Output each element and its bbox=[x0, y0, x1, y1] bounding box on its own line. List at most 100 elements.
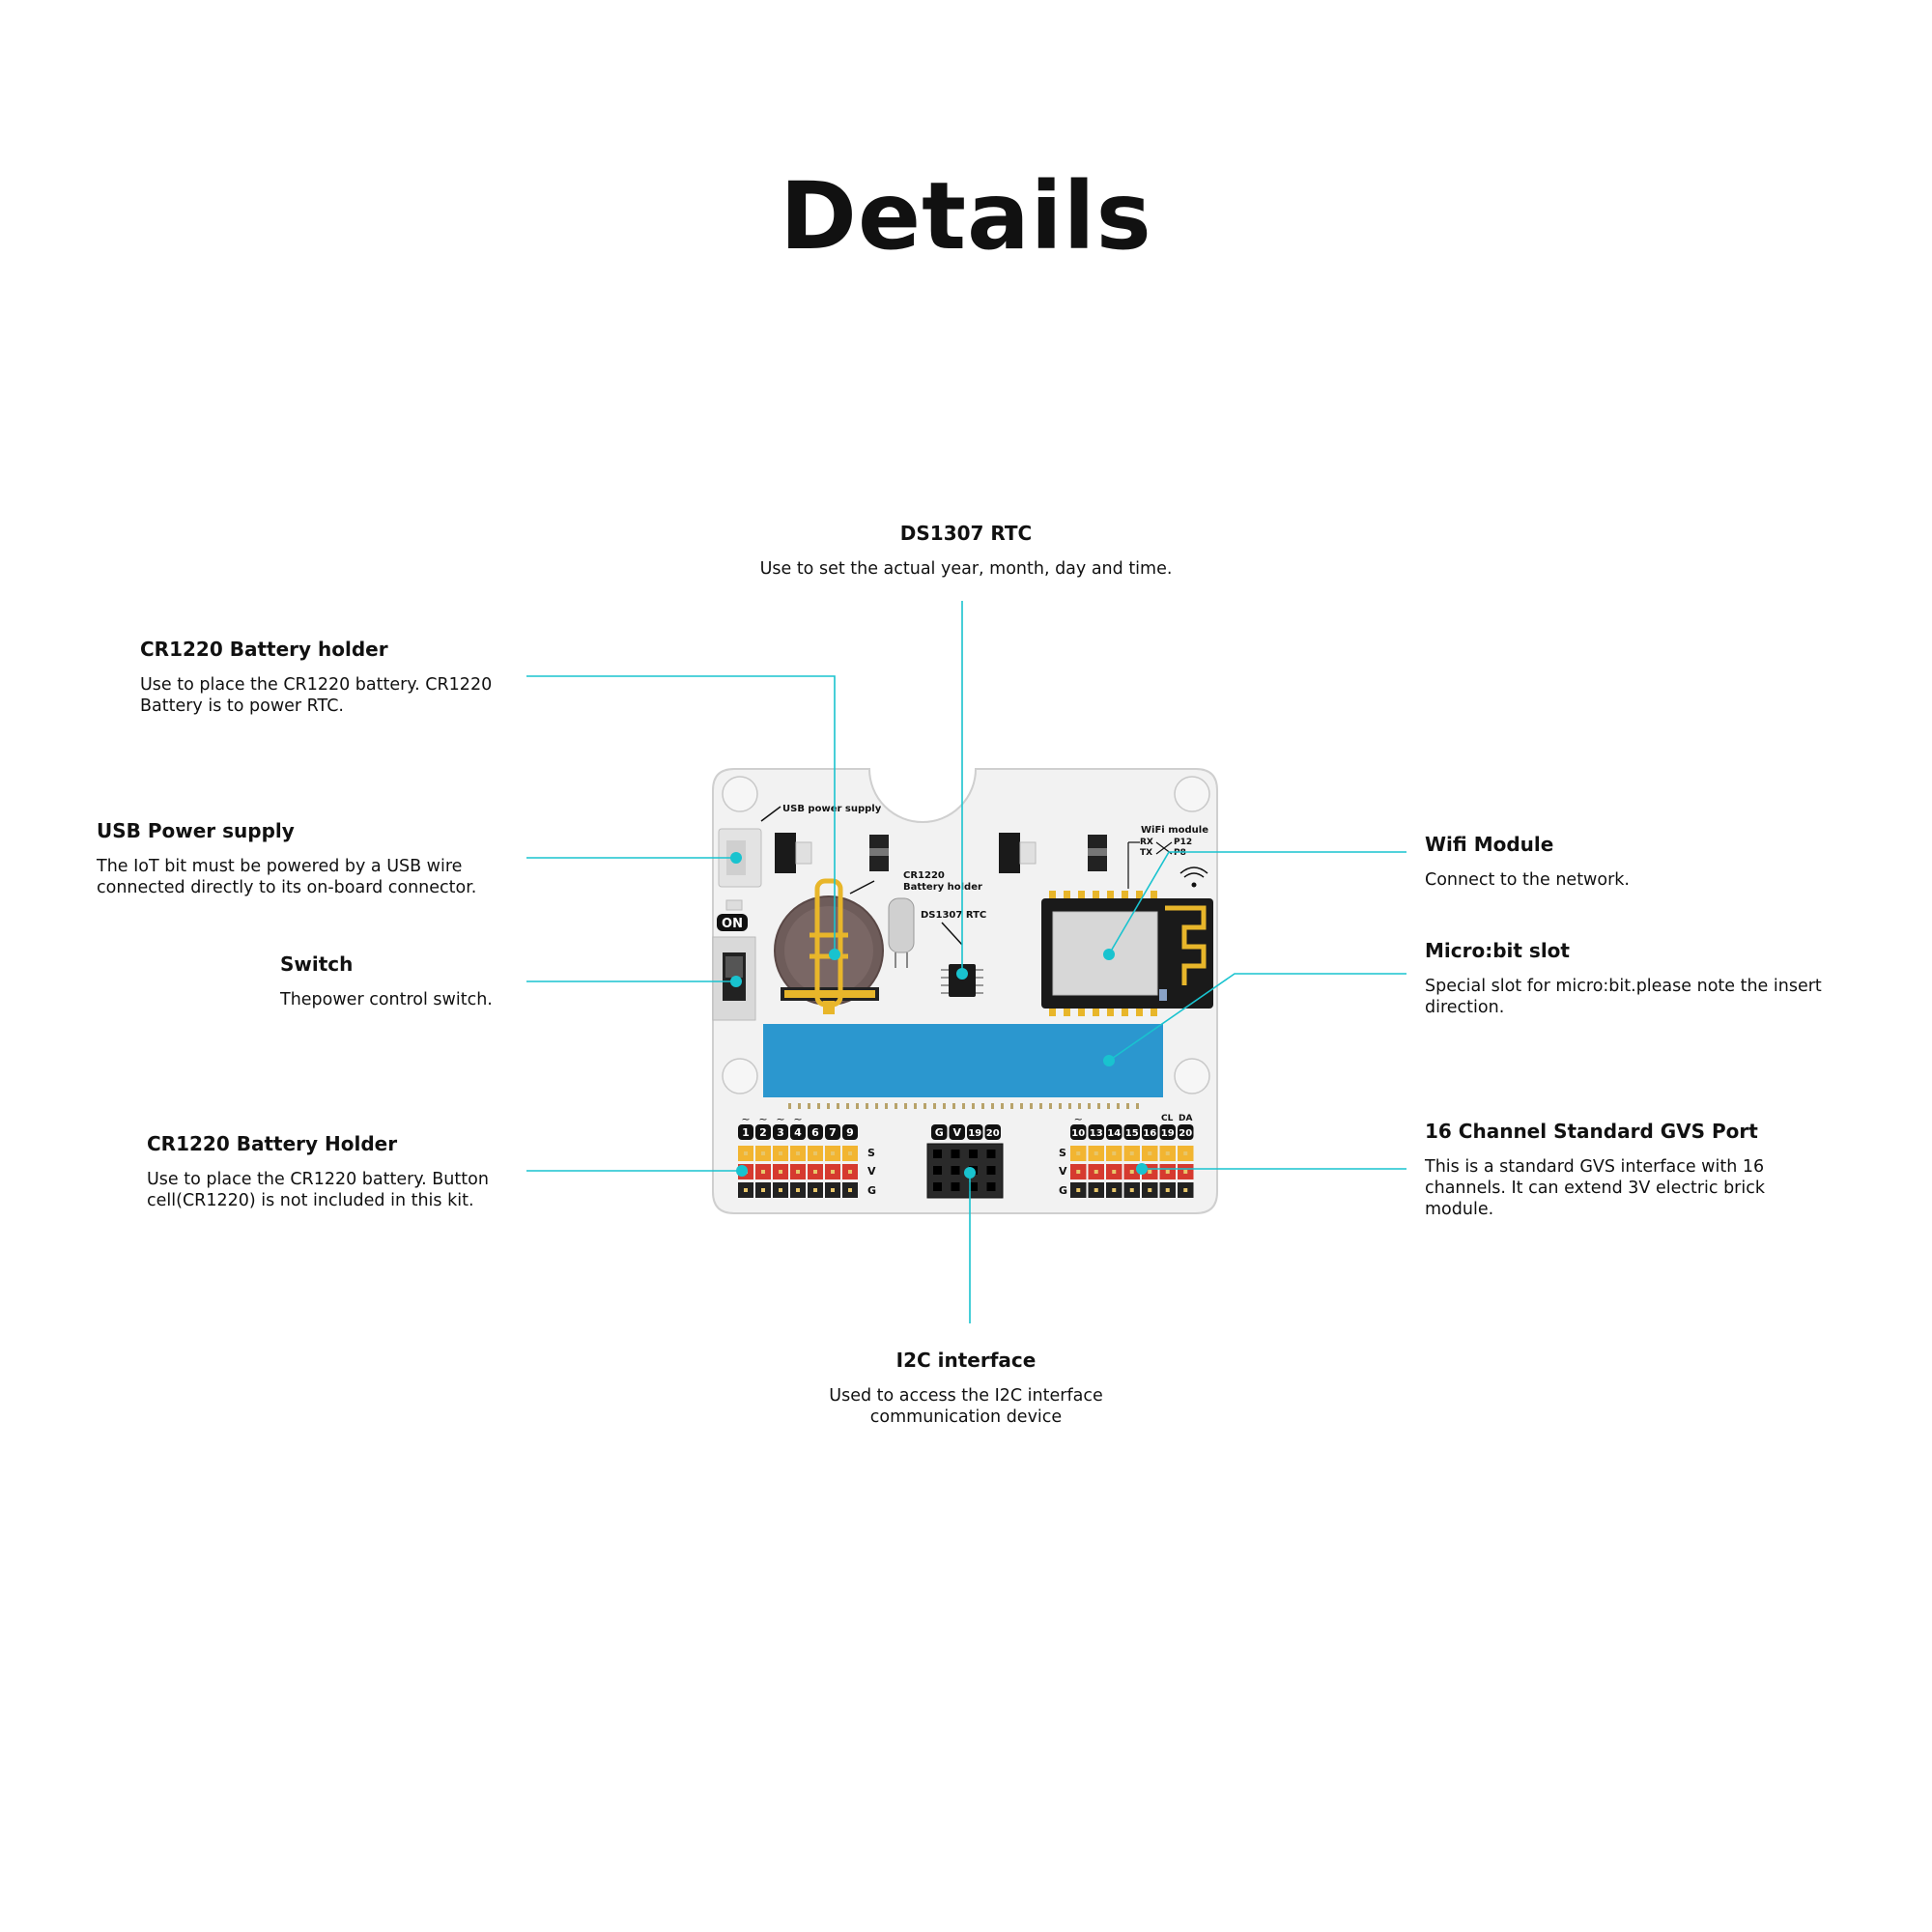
row-g-label-right: G bbox=[1059, 1184, 1067, 1197]
pwm-tilde-icon: ~ bbox=[758, 1113, 767, 1125]
i2c-pin-badge bbox=[931, 1124, 948, 1140]
callout-heading: CR1220 Battery Holder bbox=[147, 1132, 398, 1155]
i2c-pin-badge bbox=[967, 1124, 983, 1140]
pin-number-label: 9 bbox=[846, 1126, 854, 1139]
pin-number-badge bbox=[825, 1124, 840, 1140]
callout-heading: Switch bbox=[280, 952, 354, 976]
pin-number-label: 6 bbox=[811, 1126, 819, 1139]
pin-number-badge bbox=[1070, 1124, 1087, 1140]
regulator-chip bbox=[775, 833, 796, 873]
callout-description: The IoT bit must be powered by a USB wir… bbox=[97, 857, 477, 897]
callout-heading: Micro:bit slot bbox=[1425, 939, 1570, 962]
callout-battery-holder-bottom: CR1220 Battery Holder Use to place the C… bbox=[147, 1132, 533, 1211]
callout-usb-power: USB Power supply The IoT bit must be pow… bbox=[97, 819, 522, 898]
callout-description: Special slot for micro:bit.please note t… bbox=[1425, 977, 1822, 1017]
pin-number-label: 1 bbox=[742, 1126, 750, 1139]
regulator-chip bbox=[999, 833, 1020, 873]
rx-label: RX bbox=[1140, 838, 1153, 847]
leader-lines bbox=[526, 601, 1406, 1323]
row-g-label-left: G bbox=[867, 1184, 876, 1197]
p12-label: P12 bbox=[1174, 838, 1192, 847]
callout-heading: I2C interface bbox=[895, 1349, 1037, 1372]
mounting-hole bbox=[1174, 1058, 1210, 1094]
row-s-label-right: S bbox=[1059, 1147, 1066, 1159]
page-title: Details bbox=[780, 162, 1152, 270]
row-s-label-left: S bbox=[867, 1147, 875, 1159]
callout-switch: Switch Thepower control switch. bbox=[280, 952, 531, 1010]
cl-label: CL bbox=[1161, 1114, 1174, 1123]
callout-heading: CR1220 Battery holder bbox=[140, 638, 388, 661]
leader-slot bbox=[1108, 973, 1406, 1062]
callout-battery-holder-top: CR1220 Battery holder Use to place the C… bbox=[140, 638, 526, 717]
battery-board-label-1: CR1220 bbox=[903, 870, 945, 881]
callout-gvs-port: 16 Channel Standard GVS Port This is a s… bbox=[1425, 1120, 1831, 1220]
microbit-slot bbox=[763, 1024, 1163, 1097]
pin-number-badge bbox=[808, 1124, 823, 1140]
on-badge bbox=[717, 914, 748, 931]
i2c-pin-label: G bbox=[935, 1126, 944, 1139]
callout-heading: USB Power supply bbox=[97, 819, 295, 842]
leader-dots bbox=[730, 852, 1148, 1179]
crystal bbox=[888, 897, 915, 953]
pin-number-badge bbox=[1106, 1124, 1122, 1140]
callout-heading: 16 Channel Standard GVS Port bbox=[1425, 1120, 1758, 1143]
callout-description: Thepower control switch. bbox=[280, 990, 493, 1009]
pin-number-badge bbox=[1159, 1124, 1176, 1140]
pin-number-label: 19 bbox=[1161, 1128, 1175, 1139]
pin-number-label: 10 bbox=[1071, 1128, 1085, 1139]
callout-i2c: I2C interface Used to access the I2C int… bbox=[773, 1349, 1159, 1428]
rtc-chip bbox=[949, 964, 976, 997]
callout-description: Use to place the CR1220 battery. Button … bbox=[147, 1170, 489, 1210]
mounting-hole bbox=[1174, 776, 1210, 812]
pin-number-badge bbox=[1123, 1124, 1140, 1140]
pin-number-badge bbox=[842, 1124, 858, 1140]
pin-number-label: 20 bbox=[1179, 1128, 1192, 1139]
callout-rtc: DS1307 RTC Use to set the actual year, m… bbox=[676, 522, 1256, 580]
pwm-tilde-icon: ~ bbox=[793, 1113, 802, 1125]
i2c-pin-badge bbox=[949, 1124, 965, 1140]
pin-number-label: 14 bbox=[1107, 1128, 1121, 1139]
pin-number-label: 15 bbox=[1125, 1128, 1139, 1139]
row-v-label-right: V bbox=[1059, 1165, 1067, 1178]
pwm-tilde-icon: ~ bbox=[741, 1113, 750, 1125]
da-label: DA bbox=[1179, 1114, 1192, 1123]
leader-battery-top bbox=[526, 675, 836, 954]
i2c-pin-label: 20 bbox=[986, 1128, 1000, 1139]
callout-heading: DS1307 RTC bbox=[899, 522, 1033, 545]
pin-number-label: 7 bbox=[829, 1126, 837, 1139]
callout-description: Use to place the CR1220 battery. CR1220 … bbox=[140, 675, 493, 716]
callout-wifi-module: Wifi Module Connect to the network. bbox=[1425, 833, 1831, 891]
pin-number-badge bbox=[1178, 1124, 1194, 1140]
callout-description: Used to access the I2C interface communi… bbox=[829, 1386, 1103, 1427]
i2c-pin-label: 19 bbox=[968, 1128, 981, 1139]
callout-microbit-slot: Micro:bit slot Special slot for micro:bi… bbox=[1425, 939, 1869, 1018]
callout-description: Connect to the network. bbox=[1425, 870, 1630, 890]
on-label: ON bbox=[722, 917, 743, 931]
pin-number-badge bbox=[738, 1124, 753, 1140]
pin-number-label: 16 bbox=[1143, 1128, 1156, 1139]
wifi-signal-icon bbox=[1179, 867, 1208, 878]
tx-label: TX bbox=[1140, 848, 1152, 858]
pin-number-badge bbox=[755, 1124, 771, 1140]
usb-board-label: USB power supply bbox=[782, 804, 882, 814]
pin-number-label: 4 bbox=[794, 1126, 802, 1139]
pwm-tilde-icon: ~ bbox=[776, 1113, 784, 1125]
pwm-tilde-icon: ~ bbox=[1074, 1113, 1083, 1125]
pin-number-badge bbox=[773, 1124, 788, 1140]
mounting-hole bbox=[722, 1058, 758, 1094]
callout-description: This is a standard GVS interface with 16… bbox=[1425, 1157, 1765, 1219]
pin-number-badge bbox=[790, 1124, 806, 1140]
row-v-label-left: V bbox=[867, 1165, 876, 1178]
right-pin-header: 10 ~13 14 15 16 19 20 bbox=[1070, 1113, 1194, 1198]
pin-number-label: 2 bbox=[759, 1126, 767, 1139]
callout-description: Use to set the actual year, month, day a… bbox=[759, 559, 1173, 579]
pin-number-label: 3 bbox=[777, 1126, 784, 1139]
pin-number-badge bbox=[1088, 1124, 1104, 1140]
callout-heading: Wifi Module bbox=[1425, 833, 1554, 856]
rtc-board-label: DS1307 RTC bbox=[921, 910, 986, 921]
pin-number-label: 13 bbox=[1090, 1128, 1103, 1139]
mounting-hole bbox=[722, 776, 758, 812]
i2c-pin-label: V bbox=[952, 1126, 961, 1139]
